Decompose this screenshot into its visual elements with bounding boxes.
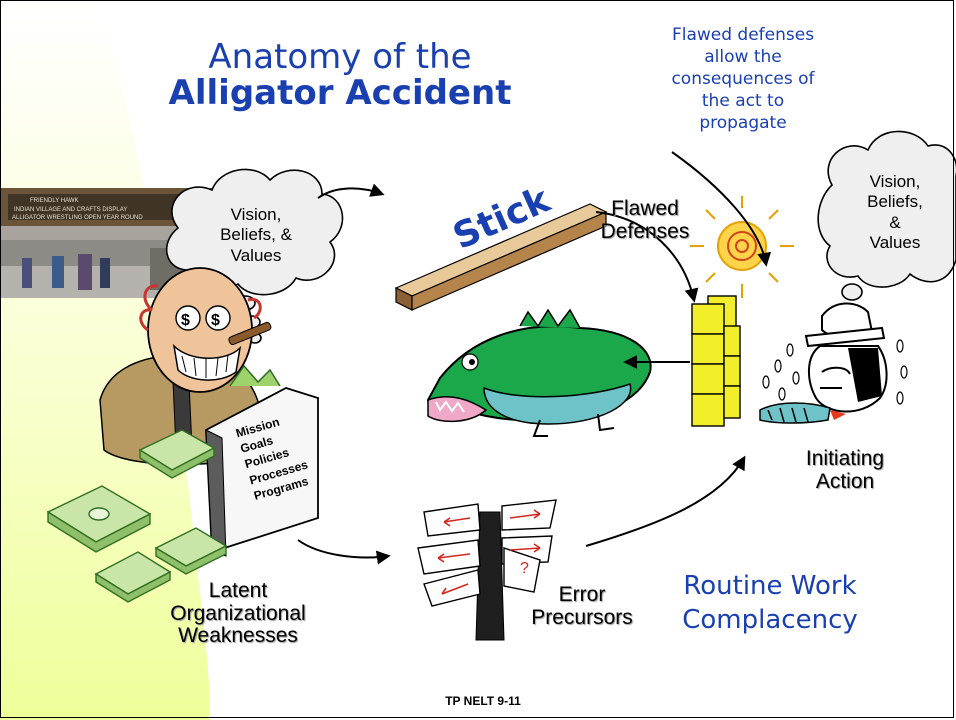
flawed-defenses-label: Flawed Defenses xyxy=(586,198,704,243)
cloud-right-text: Vision, Beliefs, & Values xyxy=(840,172,950,254)
routine-line-1: Routine Work xyxy=(640,570,900,604)
latent-weaknesses-label: Latent Organizational Weaknesses xyxy=(138,580,338,648)
error-precursors-line-1: Error xyxy=(522,584,642,607)
title-line-1: Anatomy of the xyxy=(130,40,550,76)
note-line-2: allow the xyxy=(632,46,854,68)
note-line-3: consequences of xyxy=(632,68,854,90)
cloud-right-line-3: & xyxy=(840,213,950,233)
note-line-5: propagate xyxy=(632,112,854,134)
cloud-left-line-2: Beliefs, & xyxy=(196,225,316,245)
cloud-left-line-1: Vision, xyxy=(196,205,316,225)
routine-complacency-label: Routine Work Complacency xyxy=(640,570,900,638)
flawed-defenses-line-1: Flawed xyxy=(586,198,704,221)
latent-line-3: Weaknesses xyxy=(138,625,338,648)
latent-line-2: Organizational xyxy=(138,603,338,626)
flawed-defenses-note: Flawed defenses allow the consequences o… xyxy=(632,24,854,134)
cloud-right-line-4: Values xyxy=(840,233,950,253)
error-precursors-label: Error Precursors xyxy=(522,584,642,629)
routine-line-2: Complacency xyxy=(640,604,900,638)
note-line-1: Flawed defenses xyxy=(632,24,854,46)
slide-footer: TP NELT 9-11 xyxy=(428,695,538,708)
error-precursors-line-2: Precursors xyxy=(522,607,642,630)
title-line-2: Alligator Accident xyxy=(130,76,550,112)
initiating-line-1: Initiating xyxy=(790,448,900,471)
note-line-4: the act to xyxy=(632,90,854,112)
latent-line-1: Latent xyxy=(138,580,338,603)
cloud-left-text: Vision, Beliefs, & Values xyxy=(196,205,316,266)
flawed-defenses-line-2: Defenses xyxy=(586,221,704,244)
cloud-left-line-3: Values xyxy=(196,246,316,266)
page-title: Anatomy of the Alligator Accident xyxy=(130,40,550,111)
cloud-right-line-2: Beliefs, xyxy=(840,192,950,212)
initiating-line-2: Action xyxy=(790,471,900,494)
cloud-right-line-1: Vision, xyxy=(840,172,950,192)
initiating-action-label: Initiating Action xyxy=(790,448,900,493)
